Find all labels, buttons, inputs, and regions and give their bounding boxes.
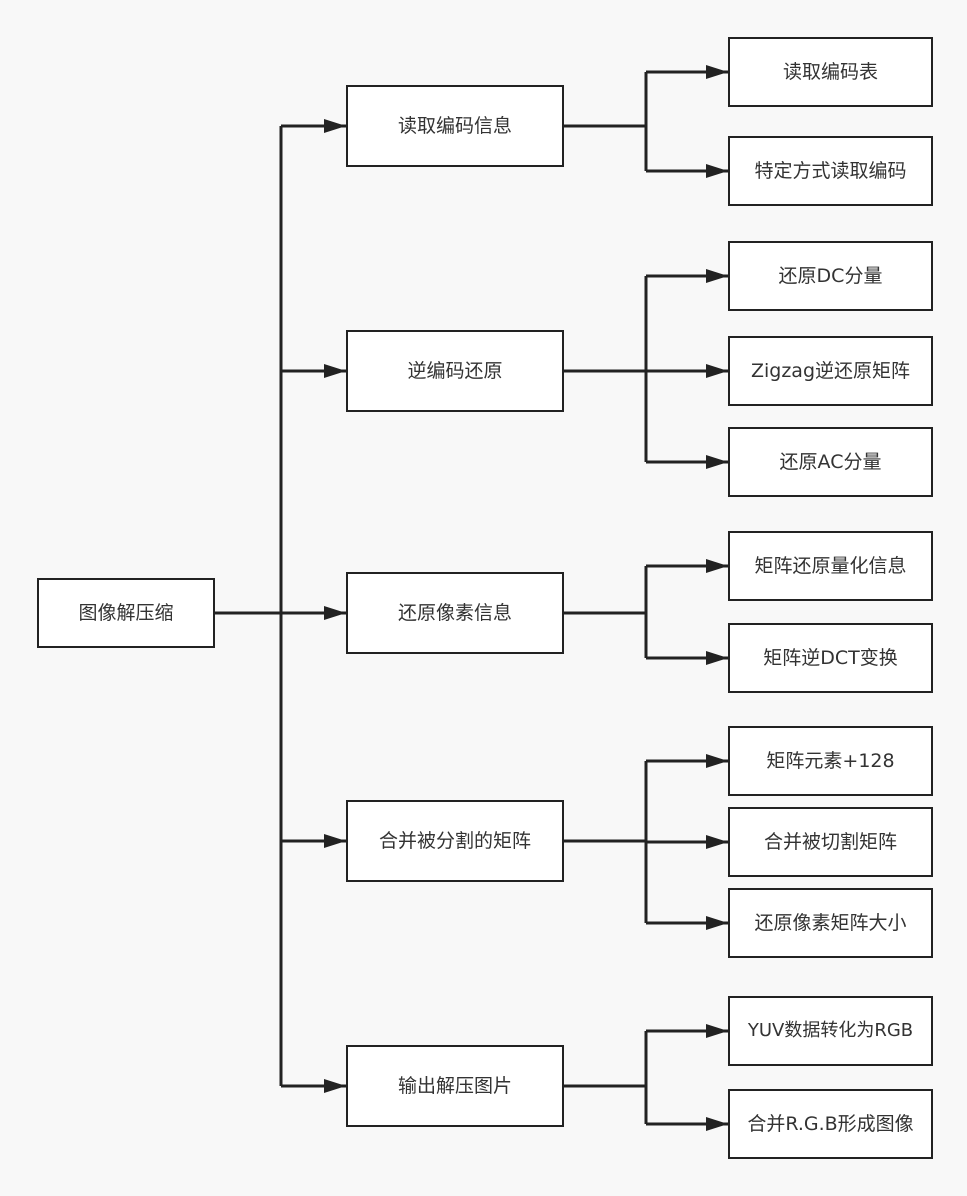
leaf-node-restore-size: 还原像素矩阵大小 xyxy=(728,888,933,958)
leaf-node-dc: 还原DC分量 xyxy=(728,241,933,311)
leaf-node-merge-cut: 合并被切割矩阵 xyxy=(728,807,933,877)
branch-node-read-encoding: 读取编码信息 xyxy=(346,85,564,167)
leaf-node-read-code: 特定方式读取编码 xyxy=(728,136,933,206)
leaf-node-plus128: 矩阵元素+128 xyxy=(728,726,933,796)
branch-node-inverse-encoding: 逆编码还原 xyxy=(346,330,564,412)
branch-node-output-image: 输出解压图片 xyxy=(346,1045,564,1127)
branch-node-restore-pixels: 还原像素信息 xyxy=(346,572,564,654)
leaf-node-ac: 还原AC分量 xyxy=(728,427,933,497)
root-node: 图像解压缩 xyxy=(37,578,215,648)
leaf-node-zigzag: Zigzag逆还原矩阵 xyxy=(728,336,933,406)
leaf-node-merge-rgb: 合并R.G.B形成图像 xyxy=(728,1089,933,1159)
leaf-node-yuv-rgb: YUV数据转化为RGB xyxy=(728,996,933,1066)
leaf-node-quant: 矩阵还原量化信息 xyxy=(728,531,933,601)
branch-node-merge-matrix: 合并被分割的矩阵 xyxy=(346,800,564,882)
leaf-node-read-table: 读取编码表 xyxy=(728,37,933,107)
leaf-node-idct: 矩阵逆DCT变换 xyxy=(728,623,933,693)
